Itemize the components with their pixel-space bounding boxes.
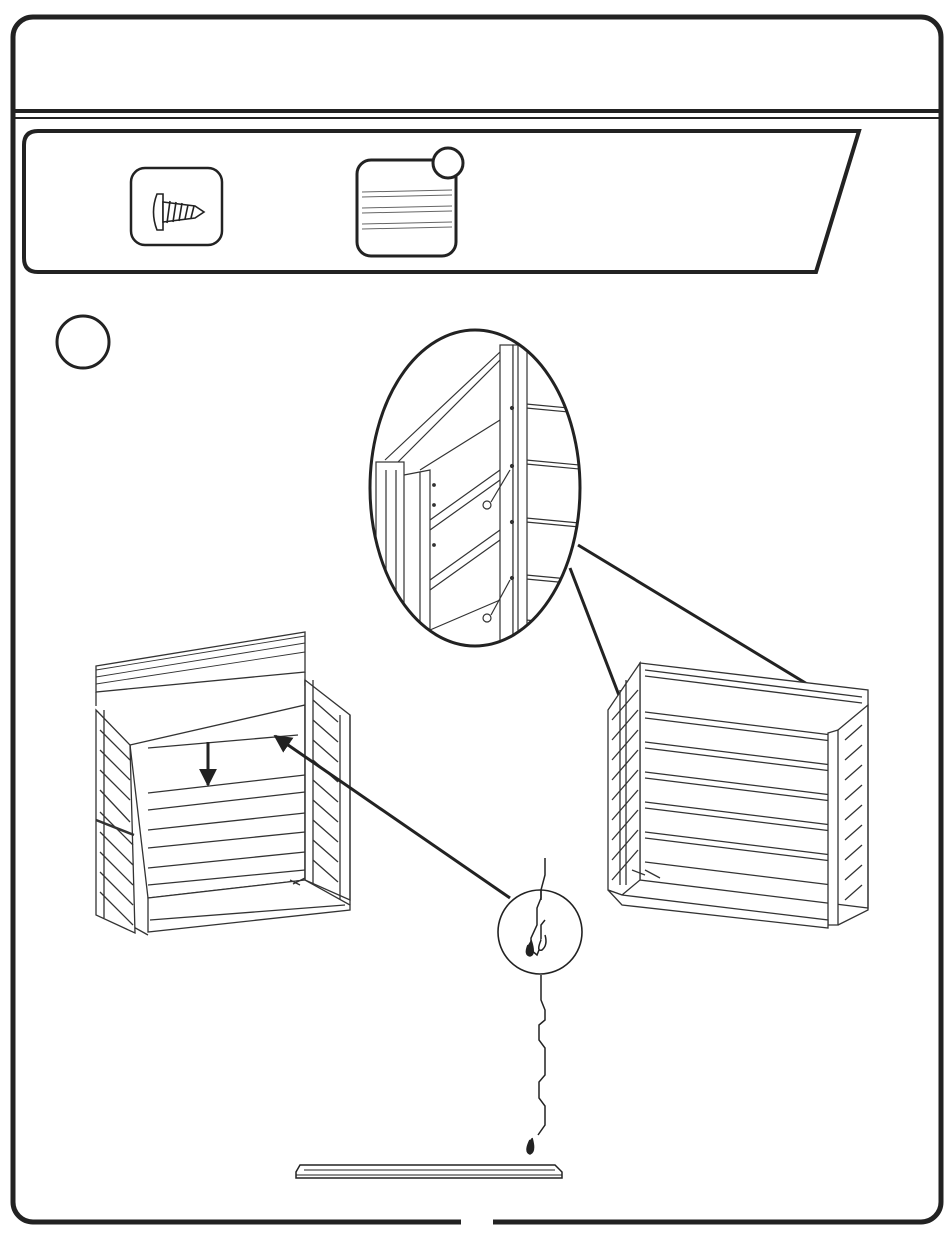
page-frame <box>13 17 941 1222</box>
shed-assembly-right-completed-wall <box>608 663 868 928</box>
floor-base-rail <box>296 1165 562 1178</box>
wall-panel-badge <box>433 148 463 178</box>
zoom-detail-channel-screws <box>370 330 590 662</box>
footer-gap <box>461 1210 493 1230</box>
step-circle <box>57 316 109 368</box>
part-screw <box>131 168 222 245</box>
part-wall-panel <box>357 148 463 256</box>
screw-icon <box>154 194 205 230</box>
shed-assembly-left-installing-panel <box>96 632 350 935</box>
wall-panel-icon <box>362 190 452 229</box>
zoom-detail-panel-interlock <box>498 880 582 974</box>
